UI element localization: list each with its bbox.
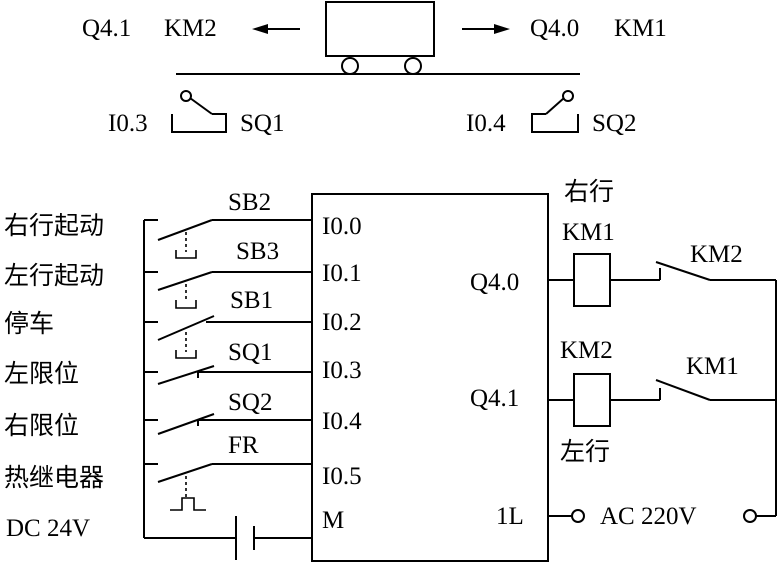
cart-right-output: Q4.0 [530,15,579,42]
plc-module [311,193,549,562]
output-terminal-0: Q4.0 [470,269,519,296]
input-circuit: 右行起动 SB2 I0.0 左行起动 SB3 I0.1 停车 SB1 I0.2 [4,189,362,560]
output-direction-0: 右行 [564,177,614,206]
cart-left-contactor: KM2 [164,15,217,42]
left-arrow-icon [252,24,300,34]
input-switch-4: SQ2 [228,389,272,416]
input-desc-0: 右行起动 [4,211,104,240]
cart-left-output: Q4.1 [82,15,131,42]
battery-icon [144,516,312,560]
input-terminal-3: I0.3 [322,357,362,384]
interlock-contact-km1-icon [655,379,776,401]
power-out-label: AC 220V [600,503,697,530]
output-coil-label-0: KM1 [562,219,615,246]
limit-contact-sq1-icon [157,365,312,385]
output-coil-label-1: KM2 [560,337,613,364]
input-switch-1: SB3 [236,238,279,265]
input-switch-3: SQ1 [228,339,272,366]
output-interlock-1: KM1 [686,353,739,380]
input-desc-4: 右限位 [4,411,79,440]
input-switch-5: FR [228,432,259,459]
terminal-ac-left-icon [571,509,585,523]
pushbutton-sb3-icon [157,271,312,309]
input-desc-5: 热继电器 [4,463,104,492]
cart-wheel-left [341,57,359,75]
cart-wheel-right [404,57,422,75]
limit-right-switch: SQ2 [592,110,636,137]
interlock-contact-km2-icon [655,261,776,281]
input-terminal-1: I0.1 [322,260,362,287]
terminal-ac-right-icon [743,509,757,523]
output-direction-1: 左行 [560,437,610,466]
power-in-label: DC 24V [6,515,90,542]
power-in-terminal: M [322,507,344,534]
input-terminal-5: I0.5 [322,463,362,490]
pushbutton-sb2-icon [157,219,312,259]
coil-km1-icon [573,253,611,307]
output-terminal-1: Q4.1 [470,385,519,412]
limit-contact-sq2-icon [157,413,312,435]
power-out-terminal: 1L [496,503,524,530]
input-desc-3: 左限位 [4,359,79,388]
input-terminal-0: I0.0 [322,213,362,240]
input-terminal-2: I0.2 [322,309,362,336]
right-arrow-icon [462,24,510,34]
limit-left-switch: SQ1 [240,110,284,137]
input-desc-1: 左行起动 [4,261,104,290]
coil-km2-icon [573,373,611,427]
input-switch-2: SB1 [230,287,273,314]
limit-left-input: I0.3 [108,110,148,137]
limit-switch-left-icon [171,90,227,133]
thermal-relay-fr-icon [157,463,312,511]
cart-schematic: Q4.1 KM2 Q4.0 KM1 I0.3 SQ1 I0.4 SQ2 [82,1,667,137]
cart-body [325,1,435,57]
limit-right-input: I0.4 [466,110,506,137]
cart-right-contactor: KM1 [614,15,667,42]
input-desc-2: 停车 [4,309,54,338]
output-circuit: 右行 KM1 Q4.0 KM2 KM2 Q4.1 KM1 左行 1L AC 22… [470,177,777,530]
output-interlock-0: KM2 [690,241,743,268]
limit-switch-right-icon [531,90,579,133]
input-terminal-4: I0.4 [322,408,362,435]
input-switch-0: SB2 [228,189,271,216]
pushbutton-sb1-icon [157,315,312,359]
